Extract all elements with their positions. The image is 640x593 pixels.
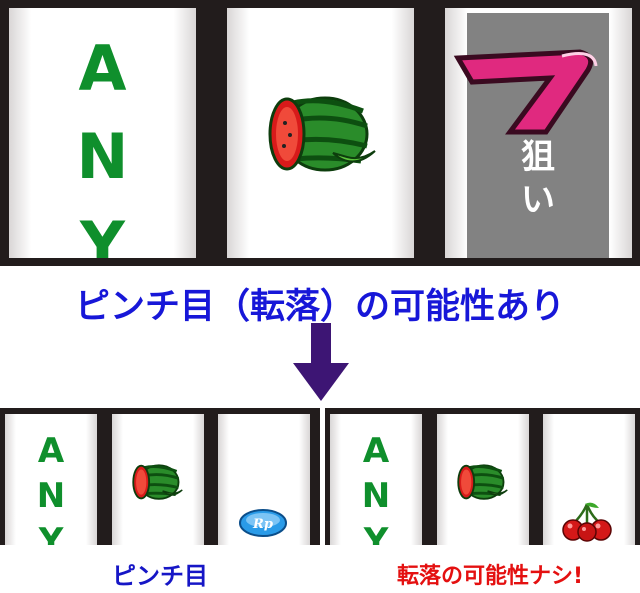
top-reel-left: A N Y — [9, 8, 196, 258]
bottom-left-reel-3: Rp — [218, 414, 310, 545]
cherry-icon — [562, 502, 612, 542]
bottom-right-reel-3 — [543, 414, 635, 545]
top-reel-center — [227, 8, 414, 258]
bottom-left-reel-2 — [112, 414, 204, 545]
no-fall-caption: 転落の可能性ナシ! — [396, 564, 584, 589]
any-symbol: A N Y — [9, 32, 196, 259]
bottom-right-reel-1: A N Y — [330, 414, 422, 545]
watermelon-icon — [268, 96, 376, 172]
bottom-left-panel: A N Y Rp — [0, 408, 320, 545]
red-seven-icon — [453, 49, 598, 135]
nerai-char-1: 狙 — [521, 137, 555, 177]
top-reel-right: 狙 い — [445, 8, 632, 258]
any-letter-a: A — [78, 32, 127, 105]
replay-label: Rp — [252, 517, 273, 532]
main-caption: ピンチ目（転落）の可能性あり — [74, 287, 565, 327]
bottom-left-reel-1: A N Y — [5, 414, 97, 545]
any-letter-n: N — [361, 476, 391, 516]
nerai-char-2: い — [521, 179, 555, 220]
pinch-caption: ピンチ目 — [112, 562, 208, 590]
replay-icon: Rp — [239, 509, 287, 537]
top-reel-panel: A N Y 狙 い — [0, 0, 640, 266]
any-symbol: A N Y — [5, 434, 97, 545]
any-letter-y: Y — [363, 521, 389, 545]
any-letter-n: N — [76, 120, 129, 193]
any-symbol: A N Y — [330, 434, 422, 545]
any-letter-y: Y — [80, 208, 125, 259]
watermelon-icon — [132, 464, 183, 500]
watermelon-icon — [457, 464, 508, 500]
down-arrow-icon — [293, 323, 349, 401]
any-letter-a: A — [37, 431, 65, 471]
any-letter-n: N — [36, 476, 66, 516]
bottom-right-panel: A N Y — [325, 408, 640, 545]
any-letter-y: Y — [38, 521, 64, 545]
any-letter-a: A — [362, 431, 390, 471]
bottom-right-reel-2 — [437, 414, 529, 545]
nerai-label: 狙 い — [467, 136, 609, 221]
